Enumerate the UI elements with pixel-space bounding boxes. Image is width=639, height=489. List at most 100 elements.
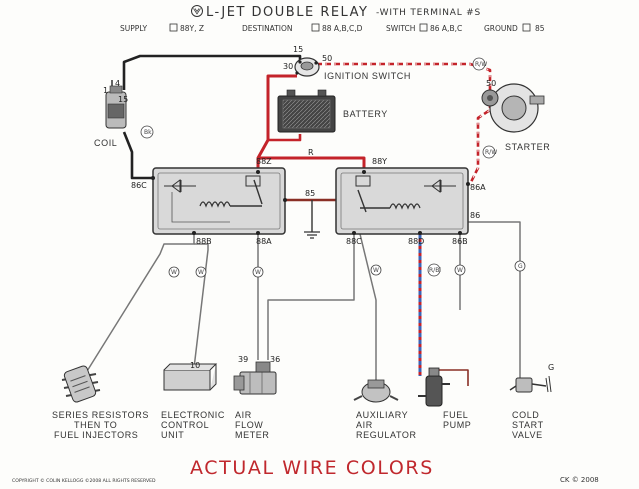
- ecu-terminal-10: 10: [190, 361, 200, 370]
- wire-code-w-aar: W: [373, 267, 379, 274]
- series-resistors-label-3: FUEL INJECTORS: [54, 430, 138, 440]
- wire-code-g: G: [518, 263, 523, 270]
- terminal-r: R: [308, 148, 314, 157]
- wire-red-white-50-to-starter: [316, 62, 492, 185]
- aux-air-regulator: [353, 379, 399, 403]
- coil-winding-icon: [389, 203, 421, 210]
- terminal-30-label: 30: [283, 62, 293, 71]
- wire-gray-to-aar: [359, 233, 377, 380]
- fuel-pump-label-2: PUMP: [443, 420, 471, 430]
- legend-ground-box: [522, 23, 531, 32]
- coil-terminal-15: 15: [118, 95, 128, 104]
- wire-fuel-pump-ground: [432, 369, 469, 386]
- wire-code-w-afm: W: [255, 269, 261, 276]
- wire-color-markers: R/W R/W Bk W W W W R/Bl W G: [140, 57, 526, 278]
- wire-code-w-resistors: W: [171, 269, 177, 276]
- afm-terminal-39: 39: [238, 355, 248, 364]
- terminal-50-label: 50: [322, 54, 332, 63]
- terminal-labels: 86C 88Z 88Y 86A 85 R 88B 88A 88C 88D 86B…: [131, 148, 486, 246]
- terminal-88y: 88Y: [372, 157, 387, 166]
- footer-title: ACTUAL WIRE COLORS: [190, 457, 434, 479]
- aar-label-3: REGULATOR: [356, 430, 417, 440]
- legend-switch-box: [419, 23, 428, 32]
- wire-black-coil-to-switch: [122, 54, 302, 90]
- wire-black-coil-to-86c: [122, 131, 153, 180]
- relay-contact-icon: [230, 179, 263, 207]
- wire-code-w-86b: W: [457, 267, 463, 274]
- terminal-88z: 88Z: [256, 157, 272, 166]
- signature-text: CK © 2008: [560, 476, 599, 484]
- terminal-86c: 86C: [131, 181, 147, 190]
- legend-destination-box: [311, 23, 320, 32]
- wire-gray-88c-to-afm: [267, 234, 355, 360]
- wires: [83, 54, 521, 386]
- legend-destination-label: DESTINATION: [242, 24, 293, 33]
- relay-contact-icon: [357, 189, 390, 213]
- wire-red-battery: [268, 134, 302, 142]
- cold-start-label-2: START: [512, 420, 544, 430]
- wire-gray-to-ecu: [193, 243, 209, 369]
- copyright-text: COPYRIGHT © COLIN KELLOGG ©2008 ALL RIGH…: [12, 477, 156, 484]
- wire-gray-to-resistors: [83, 232, 195, 377]
- ecu-label-1: ELECTRONIC: [161, 410, 225, 420]
- vw-logo-icon: [191, 5, 203, 17]
- afm-label-1: AIR: [235, 410, 252, 420]
- wire-code-rbl: R/Bl: [429, 267, 441, 274]
- coil: 1 4 15 COIL: [94, 79, 128, 148]
- legend-ground-label: GROUND: [484, 24, 518, 33]
- terminal-88a: 88A: [256, 237, 272, 246]
- terminal-88d: 88D: [408, 237, 424, 246]
- fuel-pump-label-1: FUEL: [443, 410, 468, 420]
- wire-code-w-ecu: W: [198, 269, 204, 276]
- terminal-86: 86: [470, 211, 480, 220]
- component-labels: SERIES RESISTORS THEN TO FUEL INJECTORS …: [52, 410, 544, 440]
- ecu-label-3: UNIT: [161, 430, 184, 440]
- relay-left: [151, 167, 287, 235]
- header: L-JET DOUBLE RELAY -WITH TERMINAL #S SUP…: [120, 5, 545, 33]
- air-flow-meter: 39 36: [233, 355, 280, 395]
- cold-start-label-1: COLD: [512, 410, 539, 420]
- terminal-85: 85: [305, 189, 315, 198]
- wire-gray-to-cold-start: [468, 221, 521, 382]
- ground-symbol-icon: [304, 231, 320, 239]
- series-resistors-label-2: THEN TO: [74, 420, 117, 430]
- starter: 50 STARTER: [481, 79, 550, 152]
- coil-label: COIL: [94, 138, 117, 148]
- cold-start-label-3: VALVE: [512, 430, 543, 440]
- legend-supply-value: 88Y, Z: [180, 24, 204, 33]
- afm-label-2: FLOW: [235, 420, 263, 430]
- series-resistors: [61, 365, 101, 403]
- terminal-86a: 86A: [470, 183, 486, 192]
- terminal-88c: 88C: [346, 237, 362, 246]
- ignition-switch: 15 30 50 IGNITION SWITCH: [283, 45, 411, 81]
- fuel-pump: [418, 367, 450, 407]
- wire-code-rw-starter: R/W: [485, 149, 497, 156]
- starter-terminal-50: 50: [486, 79, 496, 88]
- ignition-switch-label: IGNITION SWITCH: [324, 71, 411, 81]
- cold-start-terminal-g: G: [548, 363, 554, 372]
- coil-terminal-1: 1: [103, 86, 108, 95]
- aar-label-2: AIR: [356, 420, 373, 430]
- legend-switch-label: SWITCH: [386, 24, 415, 33]
- terminal-15-label: 15: [293, 45, 303, 54]
- legend-destination-value: 88 A,B,C,D: [322, 24, 363, 33]
- footer: ACTUAL WIRE COLORS COPYRIGHT © COLIN KEL…: [12, 457, 599, 484]
- starter-label: STARTER: [505, 142, 550, 152]
- aar-label-1: AUXILIARY: [356, 410, 408, 420]
- cold-start-valve: G: [509, 363, 554, 393]
- diagram-subtitle: -WITH TERMINAL #S: [376, 8, 481, 18]
- legend-switch-value: 86 A,B,C: [430, 24, 462, 33]
- afm-label-3: METER: [235, 430, 270, 440]
- ecu-label-2: CONTROL: [161, 420, 209, 430]
- series-resistors-label-1: SERIES RESISTORS: [52, 410, 149, 420]
- ecu: 10: [163, 361, 218, 391]
- terminal-88b: 88B: [196, 237, 212, 246]
- wire-code-bk: Bk: [144, 129, 152, 136]
- wire-code-rw-top: R/W: [475, 61, 487, 68]
- legend-ground-value: 85: [535, 24, 545, 33]
- relay-right: [335, 167, 470, 235]
- coil-winding-icon: [199, 201, 231, 208]
- coil-terminal-4: 4: [115, 79, 120, 88]
